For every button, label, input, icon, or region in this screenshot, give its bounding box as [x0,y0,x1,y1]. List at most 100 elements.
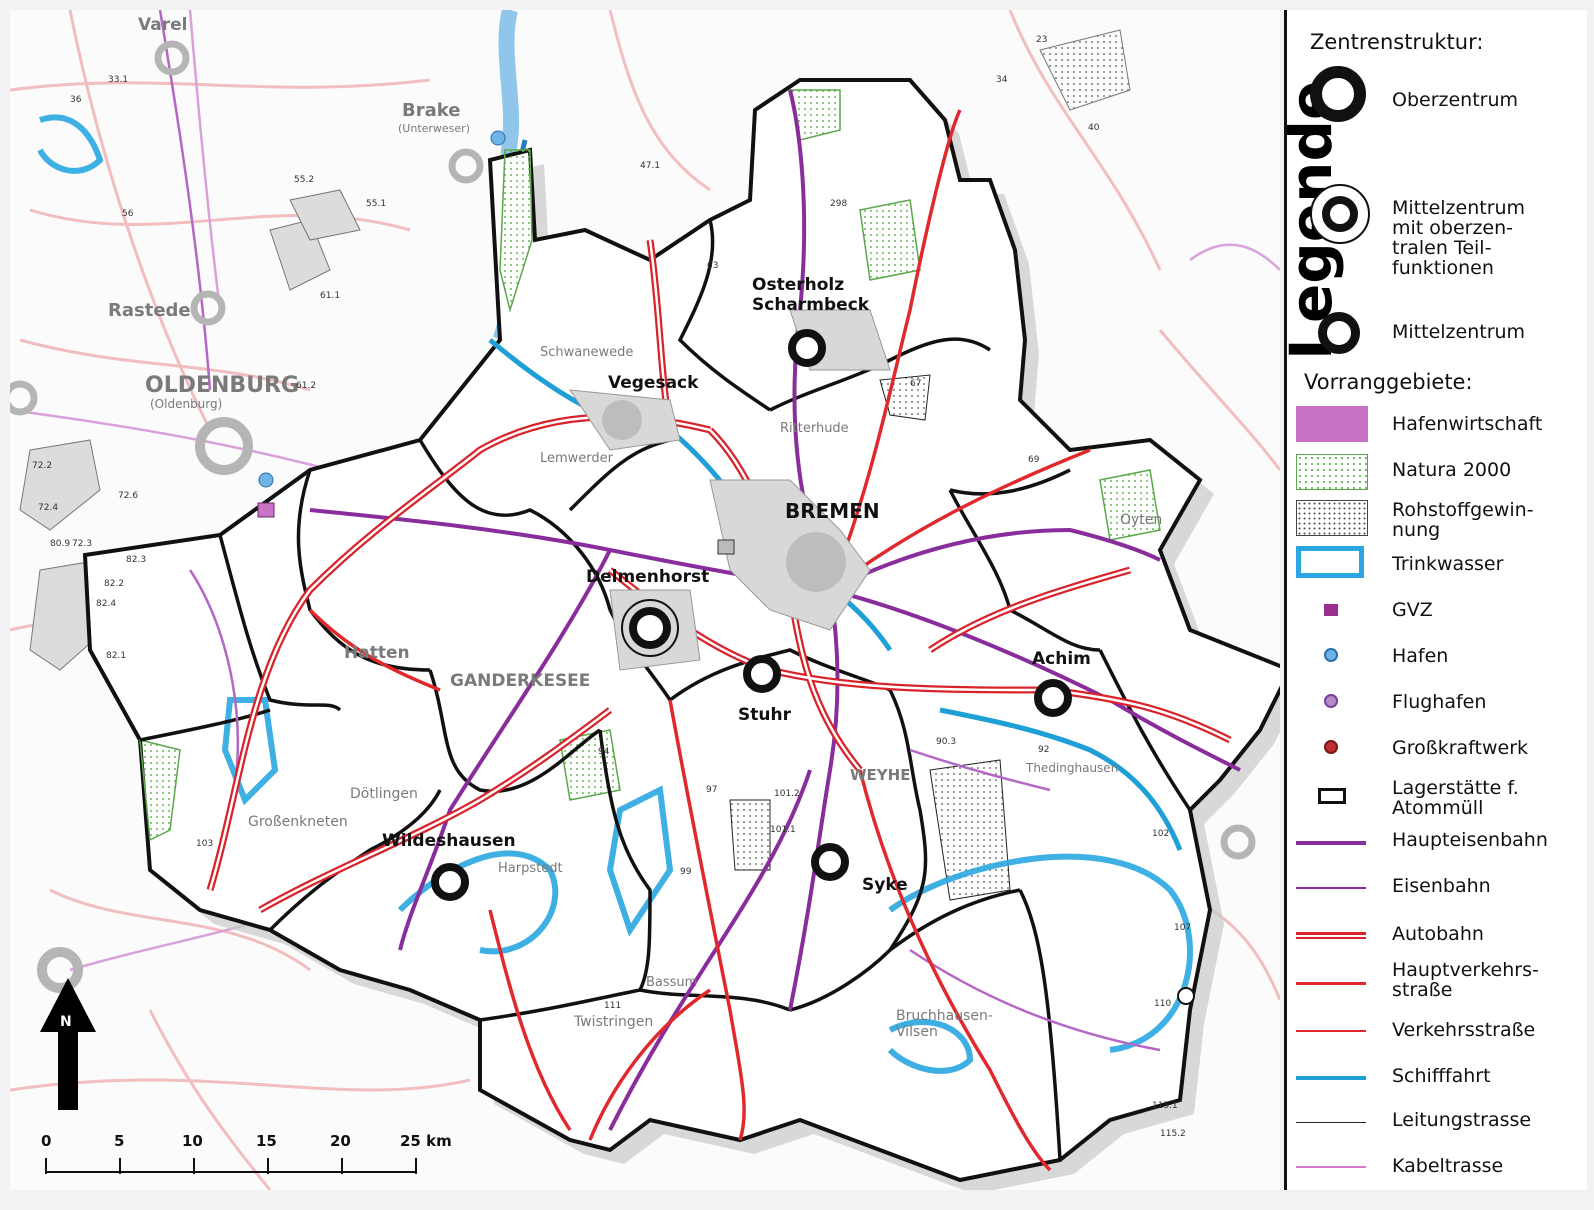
label-wildeshausen: Wildeshausen [382,831,516,851]
leitungstrasse-line [1296,1122,1366,1123]
syke-symbol [811,843,849,881]
label-oldenburg-sub: (Oldenburg) [150,397,222,411]
legend-schifffahrt: Schifffahrt [1392,1065,1491,1087]
mittelzentrum-ober-symbol-outer [1310,184,1370,244]
schifffahrt-line [1296,1076,1366,1080]
autobahn-line [1296,932,1366,939]
natura-swatch [1296,454,1368,490]
label-achim: Achim [1032,649,1091,669]
site-number: 36 [70,95,82,105]
main-roads [308,109,1091,1172]
label-stuhr: Stuhr [738,705,792,725]
site-number: 111 [604,1001,621,1011]
oberzentrum-symbol [1310,66,1366,122]
rohstoff-swatch [1296,500,1368,536]
scale-tick-label: 10 [182,1132,203,1150]
outside-settlements [19,29,1131,671]
label-rastede: Rastede [108,300,191,321]
legend-hafenwirtschaft: Hafenwirtschaft [1392,413,1543,435]
site-number: 55.1 [366,199,386,209]
site-number: 69 [1028,455,1040,465]
site-number: 33.1 [108,75,128,85]
site-number: 82.1 [106,651,126,661]
label-brake: Brake [402,100,460,121]
scale-tick-label: 25 km [400,1132,452,1150]
legend-oberzentrum: Oberzentrum [1392,89,1519,111]
hafen-icon-brake [490,130,506,146]
label-osterholz: Osterholz [752,275,844,295]
mittelzentrum-symbol [1318,312,1360,354]
site-number: 97 [706,785,717,795]
autobahn-network [206,239,1232,914]
site-number: 34 [996,75,1008,85]
legend-section-zentren: Zentrenstruktur: [1310,30,1484,54]
aller-river [939,707,1183,851]
site-number: 101.1 [770,825,796,835]
label-brake-sub: (Unterweser) [398,122,470,135]
label-bruchhausen: Bruchhausen- [896,1008,993,1024]
label-syke: Syke [862,875,908,895]
legend-natura: Natura 2000 [1392,459,1512,481]
mittelzentrum-ober-symbol-inner [1322,196,1358,232]
site-number: 23 [1036,35,1047,45]
label-harpstedt: Harpstedt [498,861,563,876]
bremen-oberzentrum-symbol [786,532,846,592]
map-panel: BREMEN Osterholz Scharmbeck Vegesack Del… [2,8,1304,1194]
legend-mittelzentrum-ober: Mittelzentrum mit oberzen- tralen Teil- … [1392,197,1526,279]
hafen-icon [258,472,274,488]
label-oldenburg: OLDENBURG [145,373,299,398]
hafen-symbol [1324,648,1338,662]
stuhr-symbol [743,655,781,693]
site-number: 40 [1088,123,1100,133]
site-number: 94 [598,747,610,757]
autobahn-line-core [1296,935,1366,937]
label-scharmbeck: Scharmbeck [752,295,870,315]
label-ritterhude: Ritterhude [780,421,849,436]
site-number: 90.3 [936,737,956,747]
legend-kabeltrasse: Kabeltrasse [1392,1155,1504,1177]
eisenbahn-line [1296,887,1366,889]
legend-section-vorrang: Vorranggebiete: [1304,370,1473,394]
site-number: 72.2 [32,461,52,471]
vegesack-symbol [602,400,642,440]
osterholz-symbol [788,329,826,367]
label-lemwerder: Lemwerder [540,451,614,466]
legend-title: Legende [1205,60,1345,380]
legend-trinkwasser: Trinkwasser [1392,553,1504,575]
legend-autobahn: Autobahn [1392,923,1484,945]
site-number: 67 [910,379,921,389]
map-svg: BREMEN Osterholz Scharmbeck Vegesack Del… [2,8,1304,1194]
label-dotlingen: Dötlingen [350,786,418,802]
site-number: 92 [1038,745,1049,755]
label-twistringen: Twistringen [573,1014,653,1030]
label-thedinghausen: Thedinghausen [1025,761,1118,775]
scale-bar: 0 5 10 15 20 25 km [41,1132,452,1174]
label-varel: Varel [138,15,187,35]
site-number: 298 [830,199,847,209]
legend-verkehrsstrasse: Verkehrsstraße [1392,1019,1536,1041]
secondary-rail [158,9,1161,1052]
north-arrow: N [40,978,96,1110]
grosskraftwerk-symbol [1324,740,1338,754]
haupteisenbahn-line [1296,841,1366,845]
label-delmenhorst: Delmenhorst [586,567,709,587]
site-number: 101.2 [774,789,800,799]
label-grossenkneten: Großenkneten [248,814,348,830]
hauptverkehrsstrasse-line [1296,982,1366,985]
legend-flughafen: Flughafen [1392,691,1487,713]
site-number: 115.1 [1152,1101,1178,1111]
gvz-symbol [1324,604,1338,616]
scale-tick-label: 5 [114,1132,124,1150]
site-number: 107 [1174,923,1191,933]
legend-hauptverkehrsstrasse: Hauptverkehrs- straße [1392,959,1539,1001]
trinkwasser-swatch [1296,546,1364,578]
label-bassum: Bassum [646,975,697,990]
legend-hafen: Hafen [1392,645,1449,667]
label-weyhe: WEYHE [850,766,910,784]
north-arrow-label: N [60,1014,72,1030]
label-ganderkesee: GANDERKESEE [450,671,590,691]
kraftwerk-icon [1177,987,1195,1005]
site-number: 99 [680,867,692,877]
site-number: 55.2 [294,175,314,185]
